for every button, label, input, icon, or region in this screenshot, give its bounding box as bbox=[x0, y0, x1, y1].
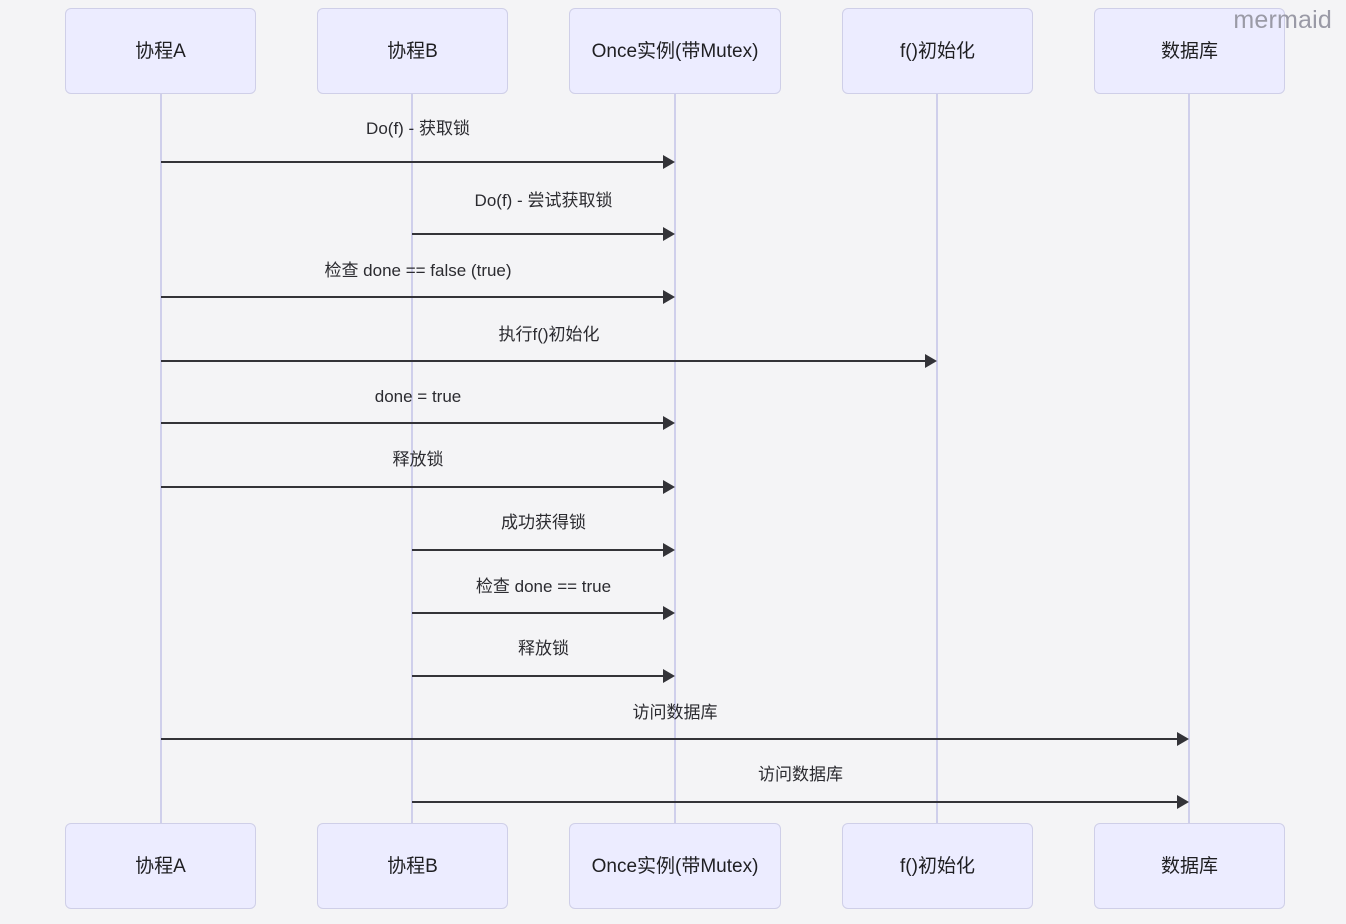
participant-label-b: 协程B bbox=[387, 855, 438, 877]
message-label-11: 访问数据库 bbox=[758, 765, 843, 784]
message-arrowhead-6 bbox=[663, 480, 675, 494]
message-line-1 bbox=[161, 161, 663, 163]
mermaid-watermark: mermaid bbox=[1233, 6, 1332, 34]
message-arrowhead-10 bbox=[1177, 732, 1189, 746]
lifeline-d bbox=[936, 94, 938, 823]
participant-box-e-bottom[interactable]: 数据库 bbox=[1094, 823, 1285, 909]
message-arrowhead-4 bbox=[925, 354, 937, 368]
message-label-3: 检查 done == false (true) bbox=[324, 261, 512, 280]
participant-label-c: Once实例(带Mutex) bbox=[591, 855, 759, 877]
participant-label-e: 数据库 bbox=[1160, 855, 1218, 877]
participant-label-d: f()初始化 bbox=[900, 855, 975, 877]
participant-label-a: 协程A bbox=[135, 855, 186, 877]
message-label-4: 执行f()初始化 bbox=[498, 325, 600, 344]
message-arrowhead-11 bbox=[1177, 795, 1189, 809]
message-label-9: 释放锁 bbox=[518, 639, 569, 658]
participant-label-b: 协程B bbox=[387, 40, 438, 62]
message-line-6 bbox=[161, 486, 663, 488]
message-line-7 bbox=[412, 549, 663, 551]
participant-box-c-bottom[interactable]: Once实例(带Mutex) bbox=[569, 823, 781, 909]
message-label-2: Do(f) - 尝试获取锁 bbox=[474, 191, 613, 210]
message-label-1: Do(f) - 获取锁 bbox=[366, 119, 470, 138]
message-line-2 bbox=[412, 233, 663, 235]
participant-box-d-top[interactable]: f()初始化 bbox=[842, 8, 1033, 94]
message-label-8: 检查 done == true bbox=[475, 577, 612, 596]
participant-box-a-bottom[interactable]: 协程A bbox=[65, 823, 256, 909]
message-arrowhead-3 bbox=[663, 290, 675, 304]
message-arrowhead-7 bbox=[663, 543, 675, 557]
message-label-7: 成功获得锁 bbox=[501, 513, 586, 532]
message-arrowhead-2 bbox=[663, 227, 675, 241]
message-arrowhead-1 bbox=[663, 155, 675, 169]
participant-label-a: 协程A bbox=[135, 40, 186, 62]
lifeline-e bbox=[1188, 94, 1190, 823]
participant-label-d: f()初始化 bbox=[900, 40, 975, 62]
participant-box-b-top[interactable]: 协程B bbox=[317, 8, 508, 94]
message-arrowhead-8 bbox=[663, 606, 675, 620]
participant-label-e: 数据库 bbox=[1160, 40, 1218, 62]
message-arrowhead-9 bbox=[663, 669, 675, 683]
lifeline-b bbox=[411, 94, 413, 823]
participant-box-e-top[interactable]: 数据库 bbox=[1094, 8, 1285, 94]
lifeline-a bbox=[160, 94, 162, 823]
participant-box-c-top[interactable]: Once实例(带Mutex) bbox=[569, 8, 781, 94]
message-line-11 bbox=[412, 801, 1177, 803]
participant-box-a-top[interactable]: 协程A bbox=[65, 8, 256, 94]
message-line-3 bbox=[161, 296, 663, 298]
message-label-5: done = true bbox=[374, 387, 462, 406]
participant-label-c: Once实例(带Mutex) bbox=[591, 40, 759, 62]
message-line-10 bbox=[161, 738, 1177, 740]
participant-box-b-bottom[interactable]: 协程B bbox=[317, 823, 508, 909]
message-line-5 bbox=[161, 422, 663, 424]
participant-box-d-bottom[interactable]: f()初始化 bbox=[842, 823, 1033, 909]
message-label-6: 释放锁 bbox=[392, 450, 444, 469]
message-label-10: 访问数据库 bbox=[632, 703, 718, 722]
message-arrowhead-5 bbox=[663, 416, 675, 430]
lifeline-c bbox=[674, 94, 676, 823]
message-line-4 bbox=[161, 360, 925, 362]
message-line-9 bbox=[412, 675, 663, 677]
message-line-8 bbox=[412, 612, 663, 614]
